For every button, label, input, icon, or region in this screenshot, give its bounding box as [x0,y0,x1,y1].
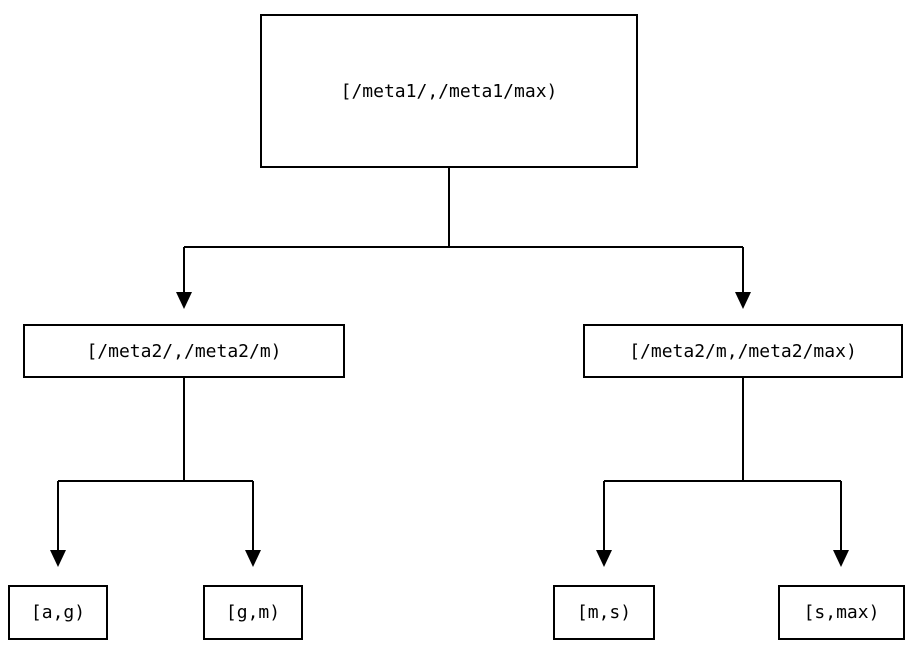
node-leaf-s-max-label: [s,max) [803,602,880,623]
node-meta2-right-range: [/meta2/m,/meta2/max) [583,324,903,378]
node-leaf-m-s: [m,s) [553,585,655,640]
arrowhead-left-level2 [176,292,192,309]
arrowhead-leaf-gm [245,550,261,567]
node-leaf-g-m-label: [g,m) [225,602,281,623]
node-leaf-s-max: [s,max) [778,585,905,640]
node-meta2-left-label: [/meta2/,/meta2/m) [86,340,282,362]
arrowhead-leaf-ag [50,550,66,567]
node-root-label: [/meta1/,/meta1/max) [340,80,558,102]
node-leaf-a-g: [a,g) [8,585,108,640]
arrowhead-leaf-smax [833,550,849,567]
node-leaf-a-g-label: [a,g) [30,602,86,623]
arrowhead-right-level2 [735,292,751,309]
node-meta2-left-range: [/meta2/,/meta2/m) [23,324,345,378]
node-leaf-g-m: [g,m) [203,585,303,640]
node-leaf-m-s-label: [m,s) [576,602,632,623]
node-root-range: [/meta1/,/meta1/max) [260,14,638,168]
node-meta2-right-label: [/meta2/m,/meta2/max) [629,340,857,362]
arrowhead-leaf-ms [596,550,612,567]
